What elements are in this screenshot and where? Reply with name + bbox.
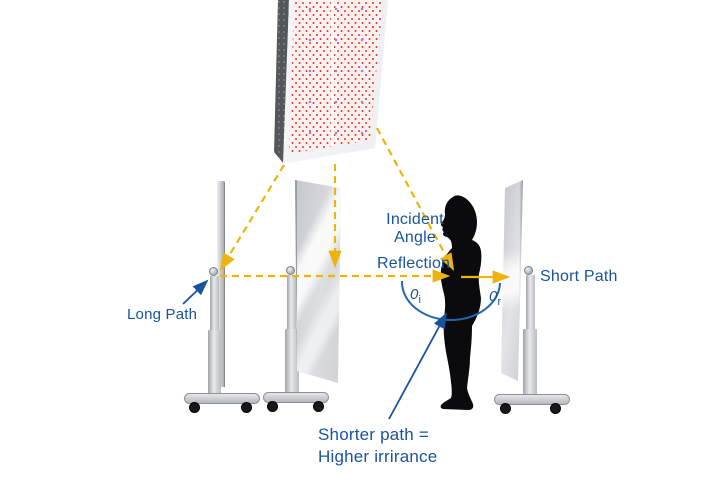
red-led-array <box>289 0 383 154</box>
right-mirror <box>501 180 523 381</box>
reflection-label: Reflection <box>377 255 451 272</box>
center-stand-pole-lower <box>285 329 299 393</box>
left-stand-base <box>184 393 260 404</box>
ray-panel-to-long-mirror <box>219 164 285 271</box>
right-stand-base <box>494 394 570 405</box>
right-stand-pole-lower <box>523 329 537 395</box>
note-pointer-arrow <box>388 312 447 420</box>
shorter-path-note: Shorter path = Higher irrirance <box>318 425 438 466</box>
right-stand-pole-upper <box>526 275 535 331</box>
left-stand-wheel-front <box>189 402 200 413</box>
ray-incident-to-person <box>376 127 455 271</box>
left-mirror-edge <box>217 181 225 387</box>
center-stand-pole-upper <box>287 275 296 331</box>
right-stand-wheel-front <box>500 403 511 414</box>
right-stand-knob <box>524 266 533 275</box>
theta-r-label: 0r <box>489 288 502 308</box>
short-path-label: Short Path <box>540 268 618 285</box>
long-path-label: Long Path <box>127 306 198 323</box>
left-stand-knob <box>209 267 218 276</box>
center-stand-wheel-front <box>267 401 278 412</box>
incident-angle-label: Incident Angle <box>386 211 444 246</box>
center-mirror <box>295 180 341 383</box>
left-stand-pole-upper <box>210 276 219 332</box>
long-path-pointer-arrow <box>182 279 209 305</box>
center-stand-knob <box>286 266 295 275</box>
center-stand-wheel-back <box>313 401 324 412</box>
left-stand-pole-lower <box>208 330 221 394</box>
left-stand-wheel-back <box>241 402 252 413</box>
center-stand-base <box>263 392 329 403</box>
right-stand-wheel-back <box>550 403 561 414</box>
theta-i-label: 0i <box>410 286 422 306</box>
